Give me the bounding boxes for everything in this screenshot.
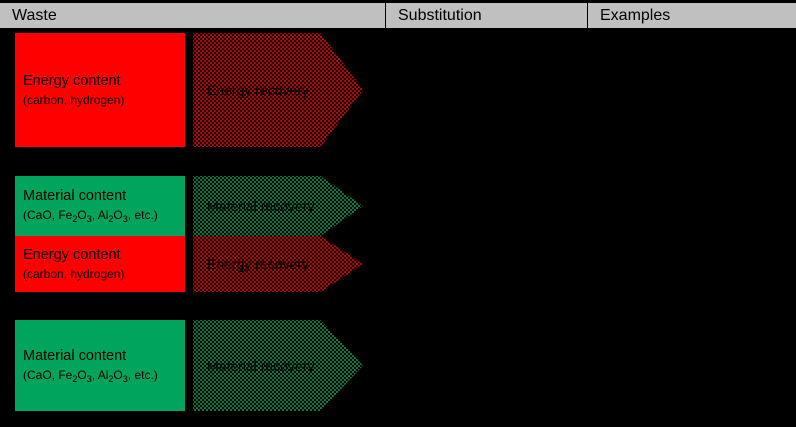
waste-box-detail: (carbon, hydrogen) — [23, 92, 125, 107]
substitution-arrow-material-recovery-1: Material recovery — [193, 176, 363, 236]
column-header-substitution: Substitution — [386, 3, 588, 28]
arrow-label: Energy recovery — [207, 256, 309, 272]
waste-box-title: Material content — [23, 188, 127, 204]
arrow-dither-fill — [193, 236, 363, 292]
column-header-waste-label: Waste — [12, 6, 57, 24]
column-header-waste: Waste — [0, 3, 386, 28]
waste-box-energy-content-1: Energy content (carbon, hydrogen) — [15, 33, 185, 147]
waste-box-title: Energy content — [23, 246, 121, 263]
waste-box-material-content-2: Material content (CaO, Fe2O3, Al2O3, etc… — [15, 320, 185, 411]
column-header-examples-label: Examples — [600, 6, 671, 24]
substitution-arrow-material-recovery-2: Material recovery — [193, 320, 363, 411]
waste-box-title: Material content — [23, 347, 127, 364]
waste-box-detail: (carbon, hydrogen) — [23, 266, 125, 281]
waste-box-detail: (CaO, Fe2O3, Al2O3, etc.) — [23, 208, 158, 224]
arrow-label: Material recovery — [207, 357, 315, 374]
waste-box-energy-content-2: Energy content (carbon, hydrogen) — [15, 236, 185, 292]
table-header-row: Waste Substitution Examples — [0, 2, 796, 29]
arrow-dither-fill — [193, 176, 363, 236]
waste-box-title: Energy content — [23, 72, 121, 89]
arrow-dither-fill — [193, 33, 363, 147]
arrow-label: Material recovery — [207, 198, 315, 214]
waste-box-detail: (CaO, Fe2O3, Al2O3, etc.) — [23, 367, 158, 384]
waste-box-material-content-1: Material content (CaO, Fe2O3, Al2O3, etc… — [15, 176, 185, 236]
arrow-dither-fill — [193, 320, 363, 411]
substitution-arrow-energy-recovery-2: Energy recovery — [193, 236, 363, 292]
column-header-substitution-label: Substitution — [398, 6, 482, 24]
substitution-arrow-energy-recovery-1: Energy recovery — [193, 33, 363, 147]
arrow-label: Energy recovery — [207, 82, 309, 98]
column-header-examples: Examples — [588, 3, 796, 28]
